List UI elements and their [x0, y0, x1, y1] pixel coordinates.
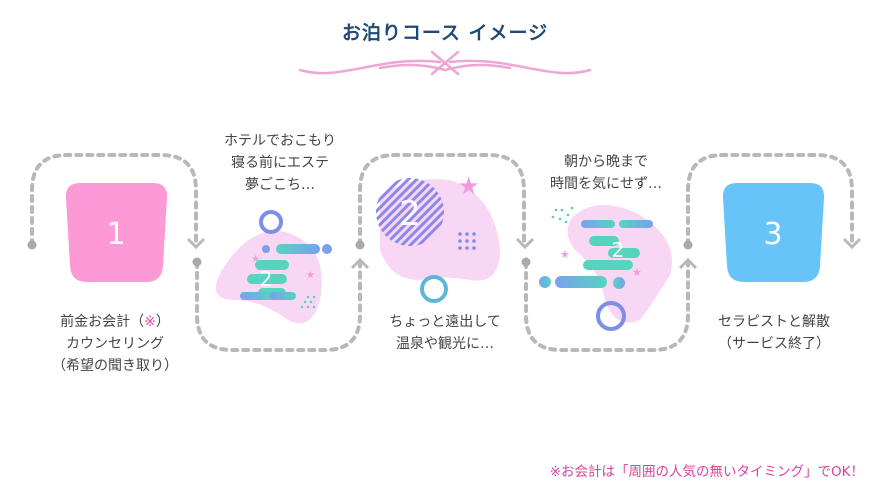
step2b-line: 温泉や観光に… — [396, 336, 494, 352]
step2c-label: 朝から晩まで 時間を気にせず… — [506, 151, 706, 195]
flow-path — [30, 153, 854, 352]
step1-line: ） — [155, 314, 170, 330]
step2a-line: 夢ごこち… — [245, 177, 315, 193]
svg-text:★: ★ — [306, 270, 315, 281]
arrow-icons — [186, 237, 862, 270]
svg-text:★: ★ — [632, 266, 642, 279]
ornament-flourish — [298, 50, 592, 76]
step2c-line: 朝から晩まで — [564, 154, 648, 170]
step2b-line: ちょっと遠出して — [389, 314, 501, 330]
svg-text:★: ★ — [560, 248, 570, 261]
illustration-number: 2 — [612, 238, 625, 262]
step3-label: セラピストと解散 （サービス終了） — [674, 311, 874, 355]
page-title: お泊りコース イメージ — [341, 22, 549, 44]
step1-line: （希望の聞き取り） — [52, 358, 178, 374]
step1-number: 1 — [106, 217, 125, 252]
step3-number: 3 — [763, 217, 782, 252]
note-mark: ※ — [144, 314, 156, 330]
step2c-line: 時間を気にせず… — [550, 176, 662, 192]
footnote: ※お会計は「周囲の人気の無いタイミング」でOK！ — [549, 464, 864, 480]
illustration-number: 2 — [260, 267, 273, 291]
path-dots — [27, 240, 693, 267]
step1-box — [65, 183, 168, 282]
step3-line: セラピストと解散 — [718, 314, 830, 330]
illustration-number: 2 — [399, 194, 421, 234]
step2a-line: 寝る前にエステ — [231, 155, 329, 171]
step2a-label: ホテルでおこもり 寝る前にエステ 夢ごこち… — [180, 130, 380, 196]
step1-label: 前金お会計（※） カウンセリング （希望の聞き取り） — [15, 311, 215, 377]
step3-box — [722, 183, 825, 282]
step2a-line: ホテルでおこもり — [224, 133, 336, 149]
step1-line: カウンセリング — [66, 336, 164, 352]
svg-text:★: ★ — [251, 254, 260, 265]
illustration-hotel: 2 ★ ★ — [215, 210, 332, 324]
step1-line: 前金お会計（ — [60, 314, 145, 330]
step2b-label: ちょっと遠出して 温泉や観光に… — [345, 311, 545, 355]
illustration-allday: 2 ★ ★ — [539, 205, 672, 331]
svg-text:★: ★ — [458, 172, 480, 200]
illustration-trip: 2 ★ — [376, 172, 500, 303]
step3-line: （サービス終了） — [718, 336, 830, 352]
